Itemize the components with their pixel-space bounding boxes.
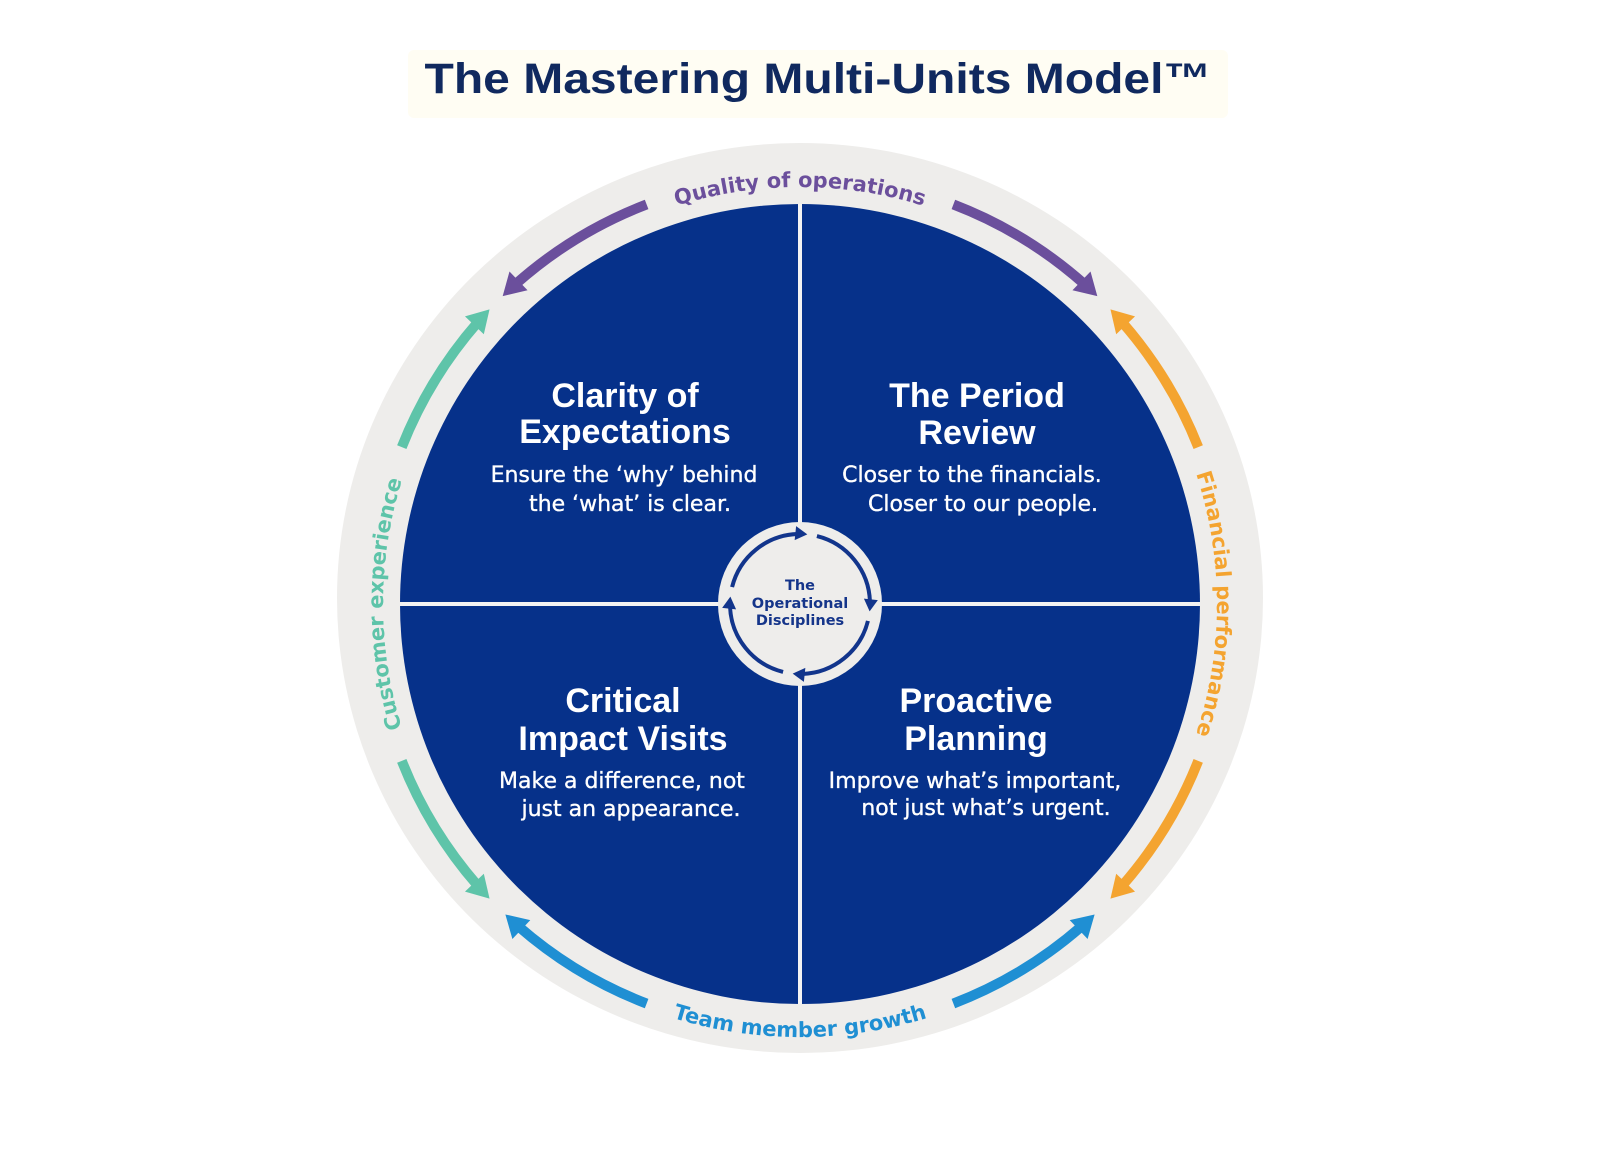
cycle-arrow-4-head <box>722 596 737 610</box>
arrow-financial-performance-lower <box>1110 759 1203 899</box>
arrow-financial-performance-upper-head <box>1110 309 1136 335</box>
cycle-arrow-1 <box>730 526 808 588</box>
cycle-arrow-4-shaft <box>728 606 784 674</box>
arrow-financial-performance-upper <box>1110 309 1203 449</box>
quadrant-heading: Proactive <box>899 682 1052 720</box>
arrow-financial-performance-upper-shaft <box>1118 319 1203 449</box>
cycle-arrow-3-shaft <box>802 620 870 676</box>
cycle-arrow-1-head <box>794 526 808 541</box>
arrow-customer-experience-lower <box>397 759 490 899</box>
quadrant-tagline: Closer to the financials. <box>842 463 1102 488</box>
quadrant-the-period-review: The Period Review Closer to the financia… <box>842 377 1102 517</box>
quadrant-heading: Expectations <box>519 413 731 451</box>
arrow-quality-of-operations-right-head <box>1072 271 1098 297</box>
cycle-arrows-icon <box>722 526 878 682</box>
arrow-customer-experience-lower-shaft <box>397 759 482 889</box>
cycle-arrow-2-head <box>863 598 878 612</box>
arrow-quality-of-operations-right-shaft <box>951 199 1088 288</box>
quadrant-tagline: Closer to our people. <box>868 492 1098 517</box>
center-label-line: Operational <box>752 596 848 612</box>
quadrant-critical-impact-visits: Critical Impact Visits Make a difference… <box>499 682 746 822</box>
arrow-team-member-growth-right <box>951 914 1095 1009</box>
quadrant-tagline: Improve what’s important, <box>829 769 1122 794</box>
arrow-customer-experience-lower-head <box>464 873 490 899</box>
quadrant-proactive-planning: Proactive Planning Improve what’s import… <box>829 682 1122 821</box>
cycle-arrow-2-shaft <box>816 534 872 602</box>
arrow-customer-experience-upper-shaft <box>397 319 482 449</box>
cycle-arrow-3 <box>792 620 870 682</box>
quadrant-heading: The Period <box>889 377 1065 415</box>
arrow-financial-performance-lower-head <box>1110 873 1136 899</box>
title-background <box>408 50 1228 118</box>
cycle-arrow-2 <box>816 534 878 612</box>
quadrant-heading: Clarity of <box>551 377 699 415</box>
arrow-quality-of-operations-left-shaft <box>512 199 649 288</box>
center-disc <box>718 522 882 686</box>
ring-arrows <box>397 199 1203 1009</box>
quadrant-heading: Critical <box>565 682 680 720</box>
quadrant-heading: Impact Visits <box>518 720 727 758</box>
cycle-arrow-4 <box>722 596 784 674</box>
center-label-line: Disciplines <box>756 613 844 629</box>
arrow-team-member-growth-right-shaft <box>951 922 1085 1009</box>
page-title: The Mastering Multi-Units Model™ <box>425 55 1212 103</box>
cycle-arrow-1-shaft <box>730 532 798 588</box>
arrow-team-member-growth-left-shaft <box>515 922 649 1009</box>
arrow-team-member-growth-right-head <box>1069 914 1095 940</box>
quadrant-heading: Review <box>918 414 1036 452</box>
arrow-quality-of-operations-left-head <box>502 271 528 297</box>
arrow-team-member-growth-left <box>505 914 649 1009</box>
arrow-quality-of-operations-right <box>951 199 1098 297</box>
arrow-customer-experience-upper <box>397 309 490 449</box>
cycle-arrow-3-head <box>792 667 806 682</box>
center-label-line: The <box>785 578 815 594</box>
title-block: The Mastering Multi-Units Model™ <box>408 50 1228 118</box>
quadrant-tagline: not just what’s urgent. <box>861 796 1110 821</box>
arrow-customer-experience-upper-head <box>464 309 490 335</box>
quadrant-tagline: just an appearance. <box>520 797 740 822</box>
quadrant-heading: Planning <box>904 720 1048 758</box>
arrow-team-member-growth-left-head <box>505 914 531 940</box>
quadrant-clarity-of-expectations: Clarity of Expectations Ensure the ‘why’… <box>490 377 758 517</box>
arrow-quality-of-operations-left <box>502 199 649 297</box>
arrow-financial-performance-lower-shaft <box>1118 759 1203 889</box>
quadrant-tagline: Ensure the ‘why’ behind <box>491 463 758 488</box>
quadrant-tagline: the ‘what’ is clear. <box>529 492 731 517</box>
center-hub: The Operational Disciplines <box>718 522 882 686</box>
quadrant-tagline: Make a difference, not <box>499 769 745 794</box>
